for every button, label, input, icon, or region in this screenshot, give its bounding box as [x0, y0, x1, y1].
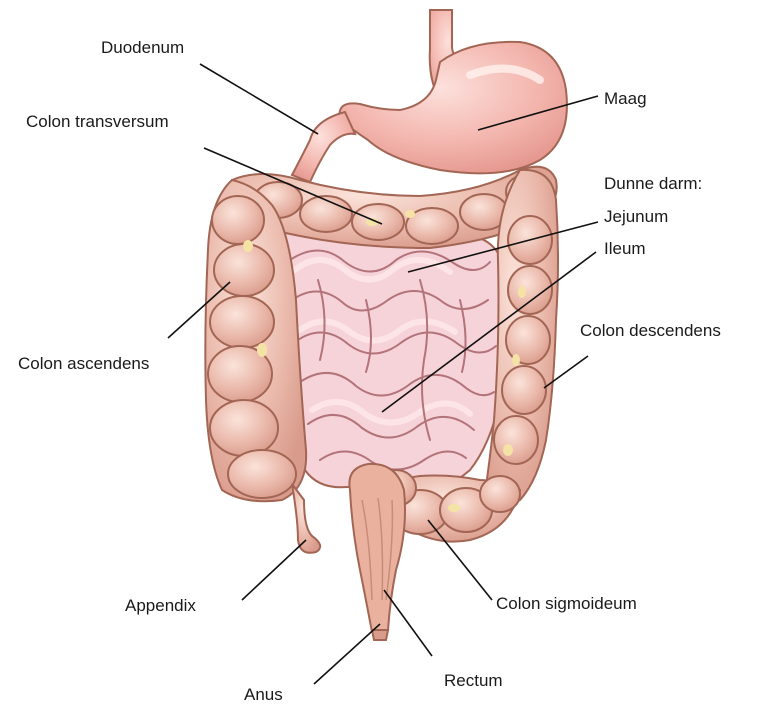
rectum [349, 464, 405, 640]
anus-leader [314, 624, 380, 684]
stomach [292, 10, 567, 182]
label-ileum: Ileum [604, 239, 646, 258]
label-maag: Maag [604, 89, 647, 108]
label-colon-sigmoideum: Colon sigmoideum [496, 594, 637, 613]
appendix-leader [242, 540, 306, 600]
fat-appendage [448, 504, 460, 512]
stomach-body [339, 42, 567, 174]
haustra [210, 400, 278, 456]
haustra [480, 476, 520, 512]
label-dunne-darm: Dunne darm: [604, 174, 702, 193]
appendix-shape [292, 484, 320, 553]
fat-appendage [243, 240, 253, 252]
label-jejunum: Jejunum [604, 207, 668, 226]
label-colon-descendens: Colon descendens [580, 321, 721, 340]
label-rectum: Rectum [444, 671, 503, 690]
haustra [212, 196, 264, 244]
anus-shape [372, 630, 388, 640]
label-duodenum: Duodenum [101, 38, 184, 57]
rectum-leader [384, 590, 432, 656]
label-colon-ascendens: Colon ascendens [18, 354, 149, 373]
haustra [494, 416, 538, 464]
haustra [228, 450, 296, 498]
label-colon-transversum: Colon transversum [26, 112, 169, 131]
haustra [300, 196, 352, 232]
haustra [210, 296, 274, 348]
fat-appendage [257, 343, 267, 357]
duodenum-tube [292, 112, 355, 182]
duodenum-leader [200, 64, 318, 134]
label-anus: Anus [244, 685, 283, 704]
haustra [506, 316, 550, 364]
label-appendix: Appendix [125, 596, 196, 615]
fat-appendage [503, 444, 513, 456]
haustra [502, 366, 546, 414]
fat-appendage [518, 286, 526, 298]
fat-appendage [512, 354, 520, 366]
fat-appendage [405, 210, 415, 218]
